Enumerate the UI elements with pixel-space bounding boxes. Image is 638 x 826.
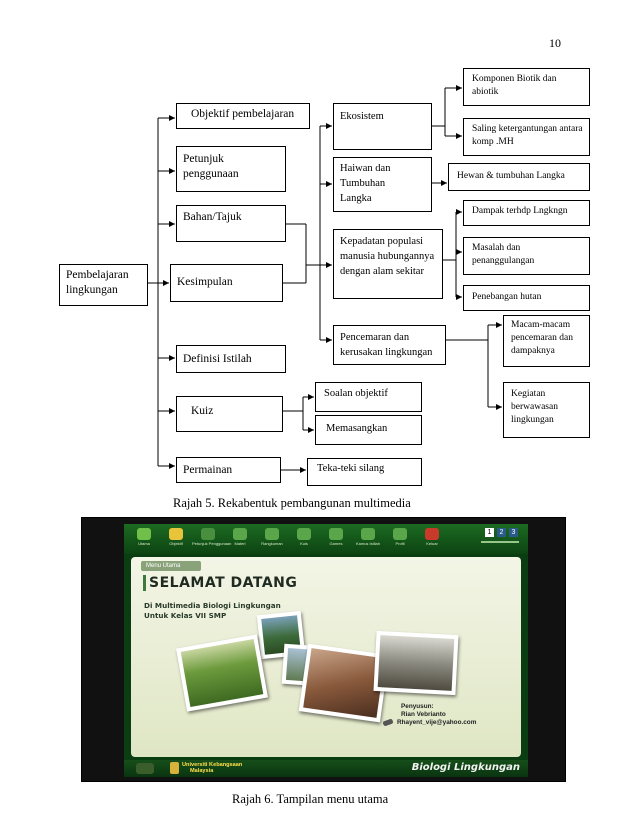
author-name: Rian Vebrianto: [401, 711, 446, 718]
nav-item-label: Objektif: [169, 541, 183, 546]
node-pembelajaran-lingkungan: Pembelajaran lingkungan: [59, 264, 148, 306]
nav-item-label: Profil: [395, 541, 405, 546]
node-memasangkan: Memasangkan: [315, 415, 422, 445]
page-buttons: 1 2 3: [478, 528, 524, 543]
node-teka-teki-silang: Teka-teki silang: [307, 458, 422, 486]
footer-illustration-icon: [136, 763, 154, 774]
node-komponen-biotik: Komponen Biotik dan abiotik: [463, 68, 590, 106]
nav-item-8[interactable]: Profil: [384, 526, 416, 552]
nav-item-label: Materi: [234, 541, 246, 546]
caption-figure-6: Rajah 6. Tampilan menu utama: [232, 792, 389, 806]
node-dampak: Dampak terhdp Lngkngn: [463, 200, 590, 226]
university-logo: [170, 762, 179, 774]
node-kepadatan-populasi: Kepadatan populasi manusia hubungannya d…: [333, 229, 443, 299]
node-soalan-objektif: Soalan objektif: [315, 382, 422, 412]
nav-item-1[interactable]: Objektif: [160, 526, 192, 552]
nav-item-label: Kamus Istilah: [355, 541, 380, 546]
node-pencemaran: Pencemaran dan kerusakan lingkungan: [333, 325, 446, 365]
node-hewan-tumbuhan-langka: Hewan & tumbuhan Langka: [448, 163, 590, 191]
author-email: Rhayent_vije@yahoo.com: [397, 719, 477, 726]
node-permainan: Permainan: [176, 457, 281, 483]
node-ekosistem: Ekosistem: [333, 103, 432, 150]
node-penebangan-hutan: Penebangan hutan: [463, 285, 590, 311]
welcome-title: SELAMAT DATANG: [149, 575, 298, 591]
welcome-subtitle-1: Di Multimedia Biologi Lingkungan: [144, 601, 281, 610]
photo-rice-field: [176, 634, 268, 712]
nav-item-6[interactable]: Games: [320, 526, 352, 552]
menu-tab: Menu Utama: [141, 561, 201, 571]
brand-title: Biologi Lingkungan: [411, 762, 520, 773]
page-button-3[interactable]: 3: [509, 528, 518, 537]
close-icon: [425, 528, 439, 540]
university-line-2: Malaysia: [190, 768, 214, 774]
node-kesimpulan: Kesimpulan: [170, 264, 283, 302]
node-haiwan-tumbuhan: Haiwan dan Tumbuhan Langka: [333, 157, 432, 212]
page-button-1[interactable]: 1: [485, 528, 494, 537]
home-icon: [137, 528, 151, 540]
university-name: Universiti Kebangsaan Malaysia: [182, 762, 242, 774]
nav-item-7[interactable]: Kamus Istilah: [352, 526, 384, 552]
nav-item-2[interactable]: Petunjuk Penggunaan: [192, 526, 232, 552]
photo-garbage-dump: [373, 630, 459, 696]
nav-item-label: Rangkuman: [261, 541, 283, 546]
nav-item-4[interactable]: Rangkuman: [256, 526, 288, 552]
pen-icon: [382, 718, 394, 727]
node-objektif-pembelajaran: Objektif pembelajaran: [176, 103, 310, 129]
nav-item-3[interactable]: Materi: [224, 526, 256, 552]
volume-slider[interactable]: [481, 541, 519, 543]
book-icon: [201, 528, 215, 540]
caption-figure-5: Rajah 5. Rekabentuk pembangunan multimed…: [173, 496, 411, 510]
page-button-2[interactable]: 2: [497, 528, 506, 537]
university-line-1: Universiti Kebangsaan: [182, 762, 243, 768]
nav-item-label: Petunjuk Penggunaan: [192, 541, 232, 546]
welcome-panel: Menu Utama SELAMAT DATANG Di Multimedia …: [131, 557, 521, 757]
node-kegiatan: Kegiatan berwawasan lingkungan: [503, 382, 590, 438]
node-macam-pencemaran: Macam-macam pencemaran dan dampaknya: [503, 315, 590, 367]
nav-item-label: Kuis: [300, 541, 308, 546]
question-icon: [297, 528, 311, 540]
node-saling-ketergantungan: Saling ketergantungan antara komp .MH: [463, 118, 590, 156]
gamepad-icon: [329, 528, 343, 540]
star-icon: [169, 528, 183, 540]
dictionary-icon: [361, 528, 375, 540]
list-icon: [265, 528, 279, 540]
author-label: Penyusun:: [401, 703, 434, 710]
document-icon: [233, 528, 247, 540]
nav-item-9[interactable]: Keluar: [416, 526, 448, 552]
node-definisi-istilah: Definisi Istilah: [176, 345, 286, 373]
nav-item-label: Keluar: [426, 541, 438, 546]
page-number: 10: [549, 36, 561, 50]
welcome-accent-bar: [143, 575, 146, 591]
nav-item-0[interactable]: Utama: [128, 526, 160, 552]
node-bahan-tajuk: Bahan/Tajuk: [176, 205, 286, 242]
node-petunjuk-penggunaan: Petunjuk penggunaan: [176, 146, 286, 192]
nav-item-label: Games: [329, 541, 343, 546]
node-masalah: Masalah dan penanggulangan: [463, 237, 590, 275]
footer-bar: Universiti Kebangsaan Malaysia Biologi L…: [124, 760, 528, 777]
nav-item-label: Utama: [138, 541, 150, 546]
nav-item-5[interactable]: Kuis: [288, 526, 320, 552]
profile-icon: [393, 528, 407, 540]
welcome-subtitle-2: Untuk Kelas VII SMP: [144, 611, 227, 620]
node-kuiz: Kuiz: [176, 396, 283, 432]
